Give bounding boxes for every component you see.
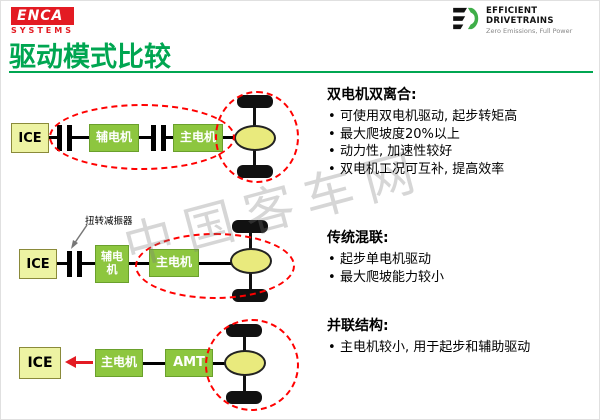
ice-box-3: ICE: [19, 347, 61, 379]
efficient-drivetrains-logo: EFFICIENT DRIVETRAINS Zero Emissions, Fu…: [453, 6, 599, 35]
damper-label: 扭转减振器: [85, 216, 133, 227]
section-heading: 并联结构:: [327, 318, 389, 334]
highlight-ellipse: [49, 104, 235, 170]
ice-box-2: ICE: [19, 249, 57, 279]
enca-logo-text: ENCA: [11, 7, 74, 25]
highlight-ellipse: [135, 233, 295, 299]
bullet: 动力性, 加速性较好: [327, 143, 597, 161]
bullet: 主电机较小, 用于起步和辅助驱动: [327, 339, 597, 357]
bullet: 双电机工况可互补, 提高效率: [327, 161, 597, 179]
efficient-drivetrains-tagline: Zero Emissions, Full Power: [486, 27, 573, 35]
highlight-ellipse: [205, 319, 299, 411]
efficient-drivetrains-name: EFFICIENT DRIVETRAINS: [486, 6, 554, 26]
page-title: 驱动模式比较: [9, 42, 171, 73]
section-heading: 双电机双离合:: [327, 87, 417, 103]
enca-logo-subtext: SYSTEMS: [11, 26, 74, 35]
efficient-drivetrains-icon: [453, 7, 481, 35]
bullet: 最大爬坡度20%以上: [327, 126, 597, 144]
title-divider: [9, 71, 593, 73]
ice-box-1: ICE: [11, 123, 49, 153]
damper-arrow-icon: [65, 223, 91, 255]
enca-logo: ENCA SYSTEMS: [11, 7, 74, 35]
wheel-icon: [232, 220, 268, 233]
section-heading: 传统混联:: [327, 230, 389, 246]
damper-icon: [67, 251, 82, 277]
bullet: 最大爬坡能力较小: [327, 269, 597, 287]
bullet: 可使用双电机驱动, 起步转矩高: [327, 108, 597, 126]
bullet: 起步单电机驱动: [327, 251, 597, 269]
main-motor-box-3: 主电机: [95, 349, 143, 377]
section-parallel: 并联结构: 主电机较小, 用于起步和辅助驱动: [327, 315, 597, 357]
highlight-ellipse: [215, 91, 299, 183]
aux-motor-box-2: 辅电机: [95, 245, 129, 283]
section-dual-motor: 双电机双离合: 可使用双电机驱动, 起步转矩高 最大爬坡度20%以上 动力性, …: [327, 84, 597, 178]
section-series-parallel: 传统混联: 起步单电机驱动 最大爬坡能力较小: [327, 227, 597, 286]
red-arrow-icon: [65, 356, 76, 368]
